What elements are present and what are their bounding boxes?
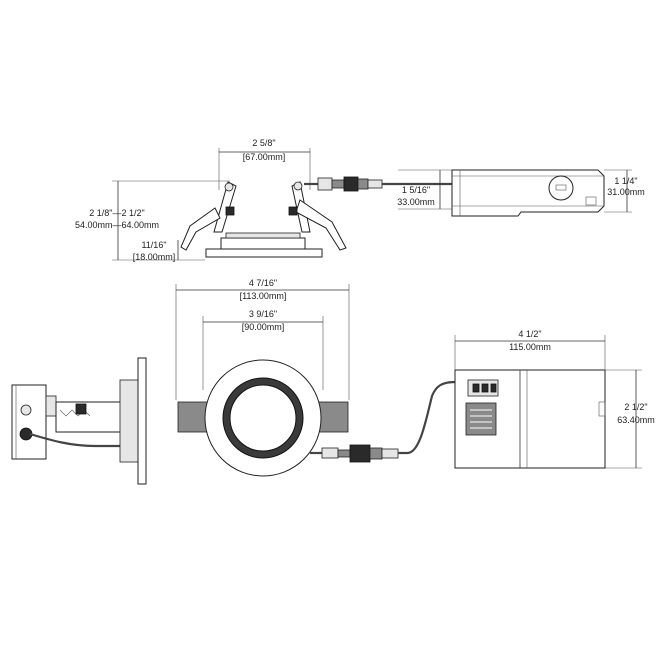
trim-flange	[205, 248, 323, 258]
spring-clip-left-leg	[180, 207, 221, 251]
box-latch	[585, 196, 597, 206]
connector-b-e	[381, 448, 399, 459]
box-depth-in-label: 1 5/16"	[402, 185, 430, 195]
clip-pivot-left	[224, 182, 234, 192]
height-range-mm-label: 54.00mm—64.00mm	[75, 220, 159, 230]
box-depth-mm-label: 33.00mm	[397, 197, 435, 207]
trim-dia-mm-label: [113.00mm]	[240, 291, 287, 301]
housing-profile	[119, 379, 139, 463]
housing-base	[220, 237, 306, 250]
wire-b2	[398, 380, 456, 455]
box-length-mm-label: 115.00mm	[509, 342, 551, 352]
top-width-in-label: 2 5/8"	[252, 138, 275, 148]
cutout-mm-label: [90.00mm]	[242, 322, 285, 332]
driver-box-top-view: 4 1/2" 115.00mm 2 1/2" 63.40mm	[454, 329, 655, 469]
connector-c	[343, 176, 359, 192]
jbox-wire	[29, 432, 125, 448]
junction-box	[11, 384, 47, 460]
driver-box-side-view: 1 5/16" 33.00mm 1 1/4" 31.00mm	[397, 169, 645, 217]
trim-dia-in-label: 4 7/16"	[249, 278, 277, 288]
connector-b-c	[349, 444, 371, 463]
driver-box-outline	[451, 169, 605, 217]
terminal-1	[472, 383, 480, 393]
height-range-in-label: 2 1/8"—2 1/2"	[89, 208, 144, 218]
lens-inner	[229, 384, 297, 452]
clip-left	[177, 401, 209, 433]
trim-front-view: 4 7/16" [113.00mm] 3 9/16" [90.00mm]	[175, 278, 350, 477]
trim-height-mm-label: [18.00mm]	[133, 252, 176, 262]
box-width-in-label: 2 1/2"	[624, 402, 647, 412]
clip-pivot-right	[293, 181, 303, 191]
connector-d	[357, 178, 369, 190]
jbox-knockout-top	[20, 404, 32, 416]
box-height-in-label: 1 1/4"	[614, 176, 637, 186]
terminal-2	[481, 383, 489, 393]
cutout-in-label: 3 9/16"	[249, 309, 277, 319]
terminal-3	[490, 383, 497, 393]
fixture-rear-side-view	[11, 357, 147, 485]
clip-tab-left	[225, 206, 235, 216]
bracket-tab	[75, 403, 87, 415]
connector-a	[317, 177, 333, 191]
connector-b-b	[337, 449, 351, 458]
connector-b-a	[321, 447, 339, 459]
connector-b	[331, 179, 345, 189]
box-side-tab	[598, 401, 606, 417]
fixture-side-view: 2 5/8" [67.00mm] 2 1/8"—2 1/2" 54.00mm—6…	[75, 138, 452, 262]
mount-bracket	[55, 401, 127, 433]
flange-profile	[137, 357, 147, 485]
jbox-clamp	[45, 395, 57, 417]
knockout-slot	[555, 184, 567, 191]
clip-right	[317, 401, 349, 433]
box-height-mm-label: 31.00mm	[607, 187, 645, 197]
label-plate	[465, 402, 497, 436]
top-width-mm-label: [67.00mm]	[243, 152, 286, 162]
clip-tab-right	[288, 206, 298, 216]
trim-height-in-label: 11/16"	[141, 240, 166, 250]
box-width-mm-label: 63.40mm	[617, 415, 655, 425]
connector-b-d	[369, 447, 383, 460]
bottom-wiring	[310, 380, 456, 463]
connector-e	[367, 179, 383, 189]
knockout-circle	[548, 175, 574, 201]
box-length-in-label: 4 1/2"	[518, 329, 541, 339]
housing-top	[225, 232, 301, 239]
